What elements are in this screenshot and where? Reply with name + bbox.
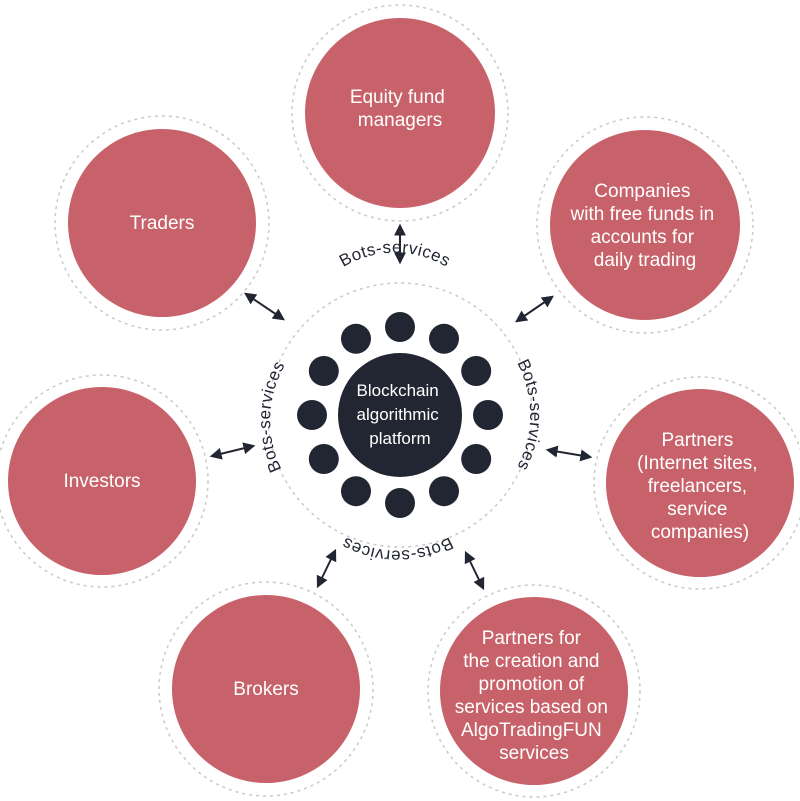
bot-dot	[297, 400, 327, 430]
bot-dot	[385, 312, 415, 342]
node-investors: Investors	[0, 374, 209, 588]
ring-label-bottom: Bots-services	[339, 533, 457, 565]
node-partners-label: Partners (Internet sites, freelancers, s…	[637, 430, 763, 543]
arrow-partners-creation	[464, 550, 485, 591]
node-brokers: Brokers	[158, 581, 374, 797]
bot-dot	[429, 476, 459, 507]
node-partners-creation-label: Partners for the creation and promotion …	[455, 628, 613, 764]
ring-label-top: Bots-services	[336, 238, 454, 271]
node-equity-label: Equity fund managers	[350, 87, 450, 131]
node-companies: Companies with free funds in accounts fo…	[536, 116, 754, 334]
node-brokers-label: Brokers	[233, 679, 298, 700]
bot-dot	[341, 323, 371, 354]
ring-label-left: Bots-services	[255, 358, 289, 476]
bot-dot	[341, 476, 371, 507]
node-partners: Partners (Internet sites, freelancers, s…	[593, 376, 800, 590]
center-platform-label: Blockchain algorithmic platform	[357, 381, 444, 448]
node-companies-label: Companies with free funds in accounts fo…	[570, 181, 720, 271]
bot-dot	[385, 488, 415, 518]
node-equity: Equity fund managers	[291, 4, 509, 222]
arrow-brokers	[316, 548, 337, 589]
arrow-investors	[209, 442, 256, 460]
bot-dot	[461, 444, 492, 474]
ring-label-right: Bots-services	[513, 356, 545, 474]
bot-dot	[473, 400, 503, 430]
bot-dot	[429, 323, 459, 354]
node-traders: Traders	[54, 115, 270, 331]
node-traders-label: Traders	[130, 213, 195, 234]
center-platform-circle	[338, 353, 462, 477]
connector-arrows	[209, 223, 593, 591]
arrow-partners	[545, 445, 593, 462]
node-partners-creation: Partners for the creation and promotion …	[427, 584, 641, 798]
bot-dot	[308, 444, 339, 474]
center-ring-outline	[267, 282, 533, 548]
node-investors-label: Investors	[63, 471, 140, 492]
bot-dot	[308, 356, 339, 386]
bot-dot	[461, 356, 492, 386]
bot-dots	[297, 312, 503, 518]
arrow-traders	[244, 292, 285, 321]
arrow-companies	[515, 295, 554, 323]
